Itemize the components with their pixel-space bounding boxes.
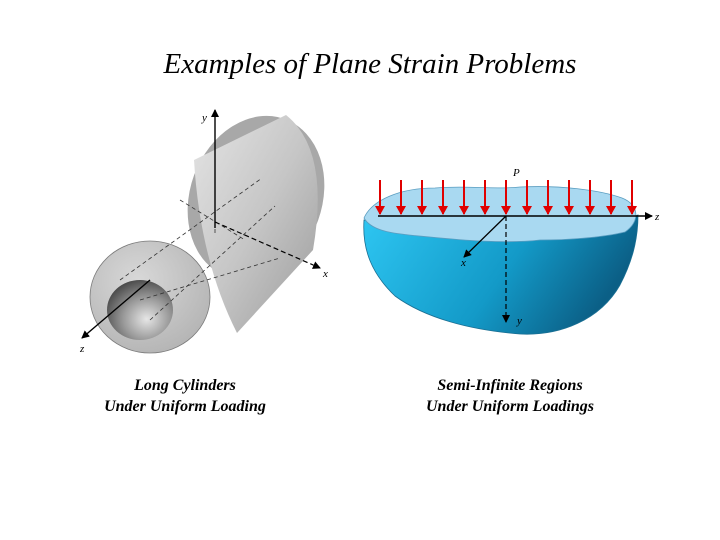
- half-space-y-label: y: [516, 315, 522, 327]
- load-arrows: [375, 180, 637, 215]
- half-space-caption-line2: Under Uniform Loadings: [425, 398, 595, 415]
- cylinder-y-label: y: [201, 112, 207, 124]
- cylinder-z-label: z: [79, 343, 85, 355]
- half-space-surface: [363, 186, 637, 243]
- half-space-z-label: z: [654, 211, 660, 223]
- half-space-x-axis: [463, 215, 507, 258]
- x-axis-arrow: [214, 221, 321, 269]
- cylinder-caption-line1: Long Cylinders: [134, 377, 236, 394]
- cylinder-figure: y x z: [79, 109, 328, 355]
- hidden-edge-lines: [119, 177, 281, 321]
- page-title: Examples of Plane Strain Problems: [163, 48, 577, 80]
- cylinder-body: [194, 115, 318, 333]
- half-space-caption: Semi-Infinite Regions Under Uniform Load…: [385, 375, 635, 417]
- half-space-figure: P z x y: [363, 167, 660, 335]
- z-axis-arrow: [81, 279, 151, 339]
- half-space-x-label: x: [460, 257, 466, 269]
- cylinder-x-label: x: [322, 268, 328, 280]
- load-label: P: [512, 167, 520, 179]
- cylinder-caption: Long Cylinders Under Uniform Loading: [60, 375, 310, 417]
- cylinder-caption-line2: Under Uniform Loading: [104, 398, 266, 415]
- half-space-caption-line1: Semi-Infinite Regions: [437, 377, 583, 394]
- half-space-body: [363, 214, 639, 335]
